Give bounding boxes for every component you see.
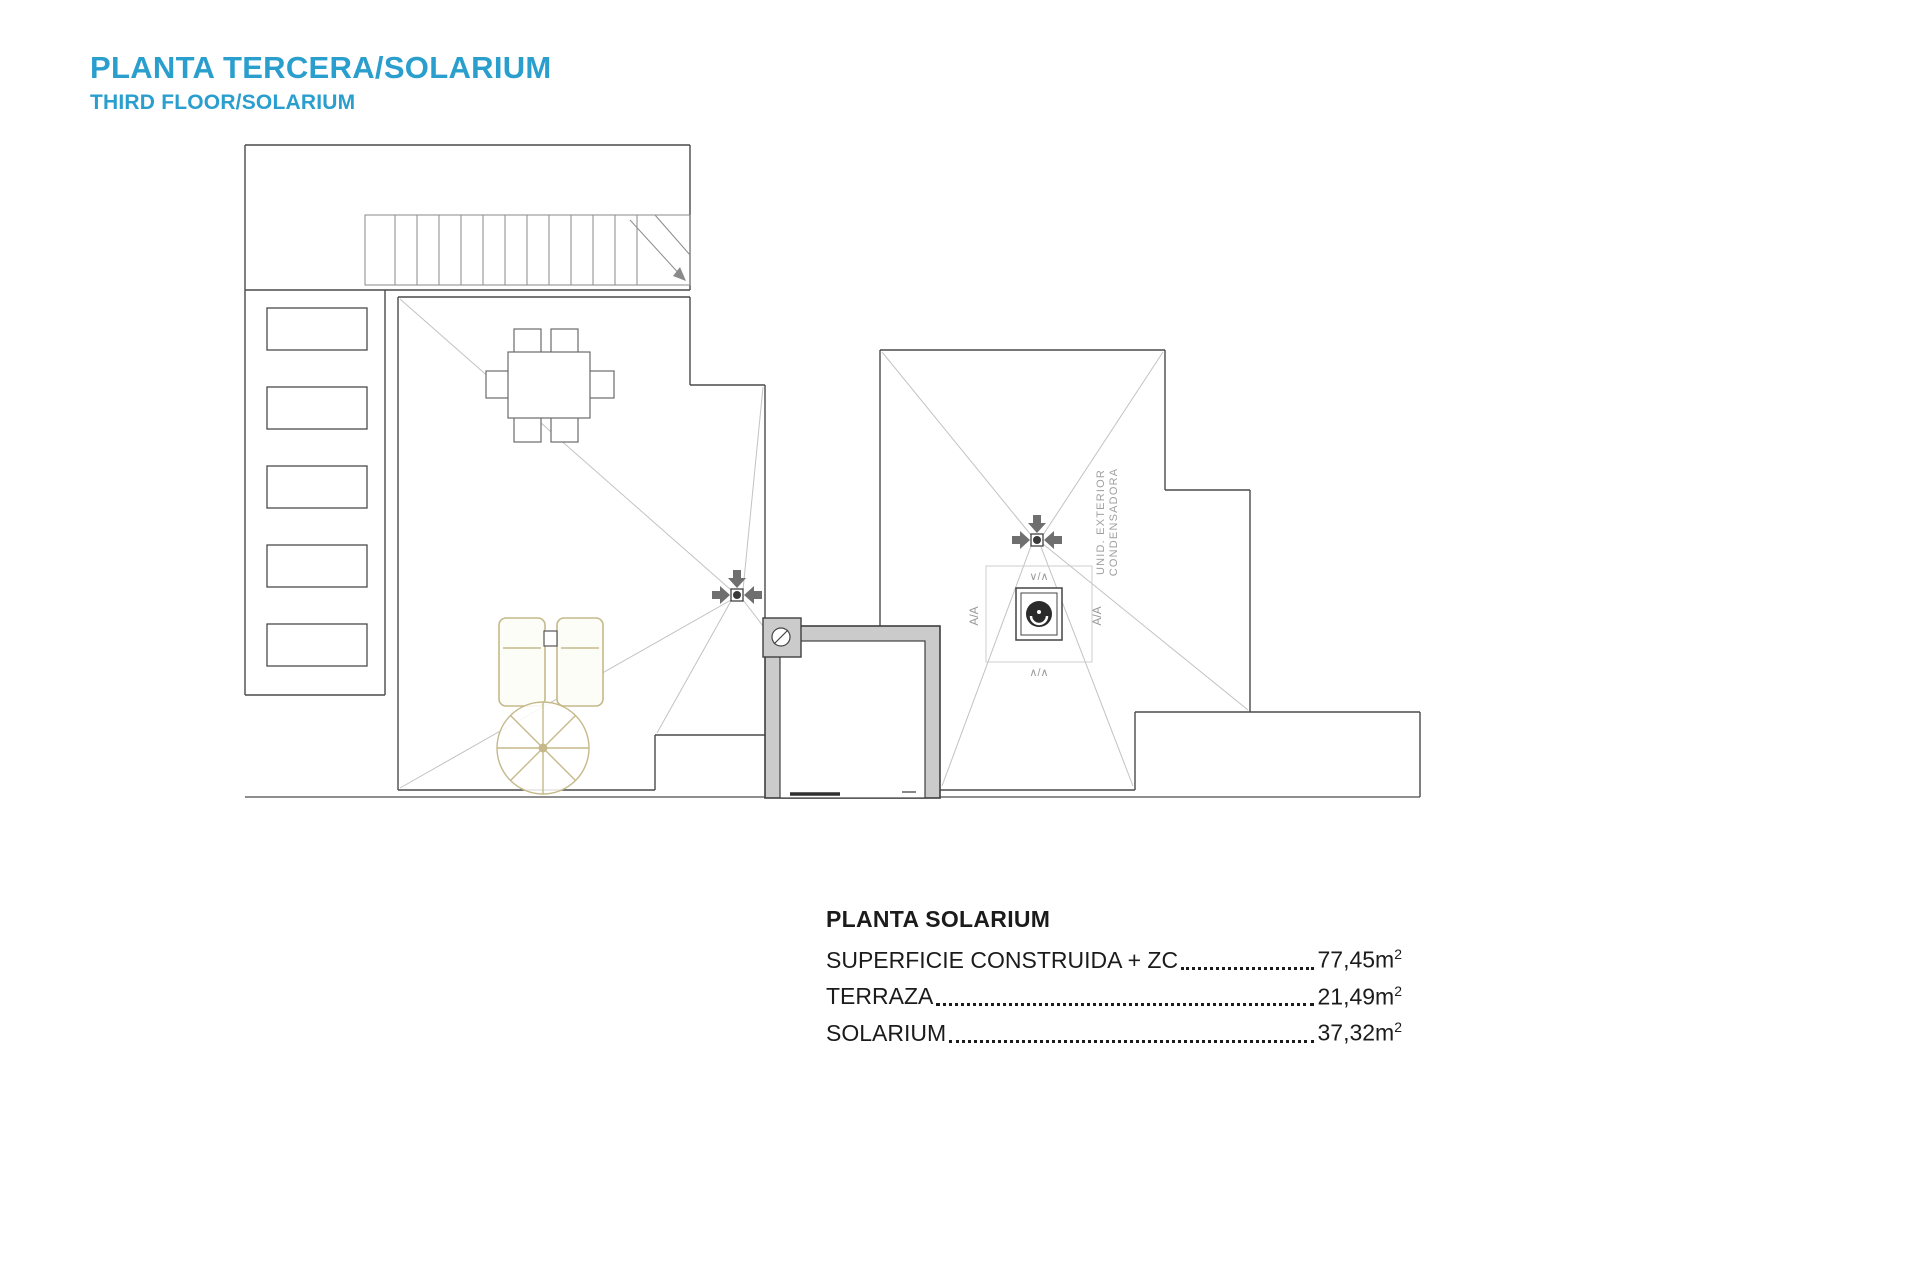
summary-heading: PLANTA SOLARIUM <box>826 906 1051 932</box>
louver-windows <box>266 307 368 667</box>
condenser-label-line2: CONDENSADORA <box>1108 468 1120 577</box>
drain-right <box>1012 515 1062 549</box>
title-block: PLANTA TERCERA/SOLARIUM THIRD FLOOR/SOLA… <box>90 50 552 115</box>
table-top <box>507 351 591 419</box>
summary-row-value: 21,49m2 <box>1317 976 1402 1013</box>
page-subtitle: THIRD FLOOR/SOLARIUM <box>90 91 356 114</box>
condenser-label-line1: UNID. EXTERIOR <box>1095 469 1107 575</box>
page-title: PLANTA TERCERA/SOLARIUM <box>90 50 552 85</box>
summary-row-value: 77,45m2 <box>1317 939 1402 976</box>
ac-label-top: ∨/∧ <box>1029 571 1048 583</box>
chair <box>513 328 542 355</box>
drain-left <box>712 570 762 604</box>
value-text: 21,49m <box>1317 983 1395 1010</box>
summary-row-label: TERRAZA <box>826 983 934 1010</box>
summary-row-value: 37,32m2 <box>1317 1012 1402 1049</box>
elevator-shaft <box>762 617 941 799</box>
stair-direction-arrow <box>673 267 686 281</box>
value-superscript: 2 <box>1394 982 1402 999</box>
area-summary: PLANTA SOLARIUM SUPERFICIE CONSTRUIDA + … <box>826 906 1402 1049</box>
chair <box>513 416 542 443</box>
summary-row-label: SUPERFICIE CONSTRUIDA + ZC <box>826 946 1179 973</box>
ac-unit: A/A A/A ∨/∧ ∧/∧ UNID. EXTERIOR CONDENSAD… <box>967 468 1120 679</box>
summary-row: TERRAZA 21,49m2 <box>826 976 1402 1013</box>
value-superscript: 2 <box>1394 1019 1402 1036</box>
umbrella <box>496 701 590 795</box>
staircase <box>364 214 691 286</box>
sun-loungers <box>498 617 604 707</box>
dotted-leader <box>936 1003 1315 1007</box>
roof-slope-lines-right <box>881 351 1249 787</box>
value-text: 77,45m <box>1317 946 1395 973</box>
ac-label-left: A/A <box>967 606 981 625</box>
dining-table <box>485 328 615 443</box>
chair <box>588 370 615 399</box>
chair <box>550 416 579 443</box>
side-table <box>543 630 558 647</box>
summary-row: SOLARIUM 37,32m2 <box>826 1012 1402 1049</box>
summary-row-label: SOLARIUM <box>826 1019 947 1046</box>
dotted-leader <box>949 1039 1315 1043</box>
chair <box>550 328 579 355</box>
chair <box>485 370 512 399</box>
summary-row: SUPERFICIE CONSTRUIDA + ZC 77,45m2 <box>826 939 1402 976</box>
ac-label-right: A/A <box>1090 606 1104 625</box>
value-superscript: 2 <box>1394 946 1402 962</box>
dotted-leader <box>1181 966 1315 970</box>
ac-label-bottom: ∧/∧ <box>1029 667 1048 679</box>
value-text: 37,32m <box>1317 1019 1395 1046</box>
